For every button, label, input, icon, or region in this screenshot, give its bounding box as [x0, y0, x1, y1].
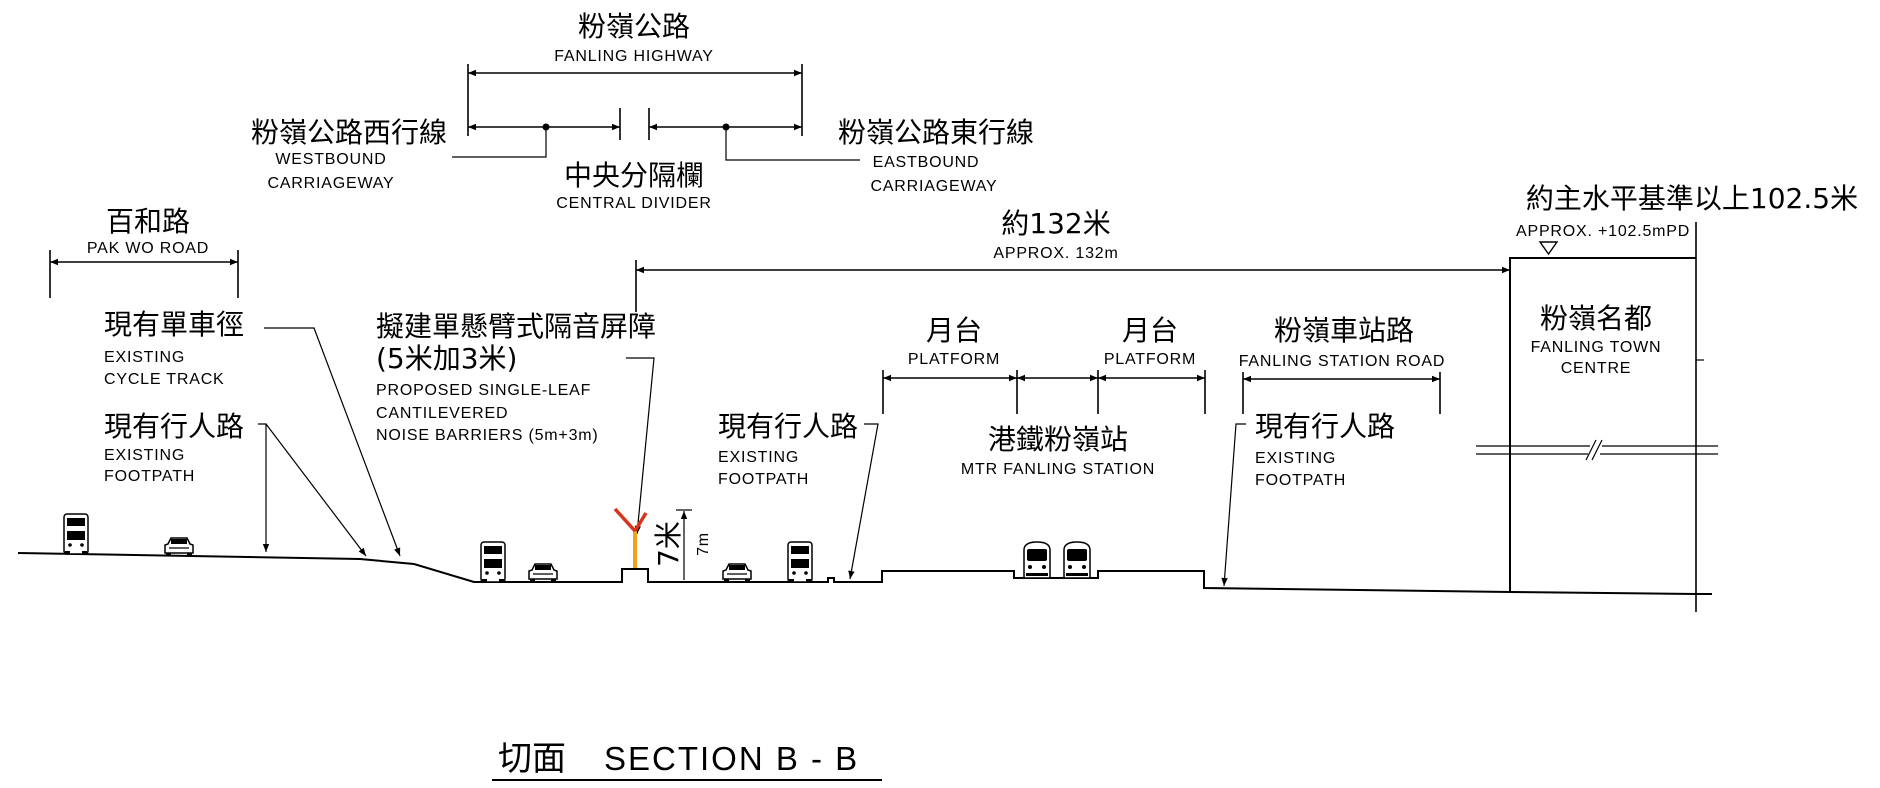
train-icon — [1023, 541, 1051, 579]
noise-barrier-leader — [626, 357, 655, 535]
train-icon — [1063, 541, 1091, 579]
pak-wo-road-label-en: PAK WO ROAD — [87, 240, 209, 257]
platform-west-label-en: PLATFORM — [908, 351, 1000, 368]
town-centre-label-en-1: FANLING TOWN — [1531, 339, 1662, 356]
noise-barrier-icon — [613, 507, 648, 569]
fanling-highway-label-en: FANLING HIGHWAY — [554, 48, 714, 65]
footpath-middle-label-zh: 現有行人路 — [718, 410, 858, 443]
distance-label-en: APPROX. 132m — [993, 245, 1118, 262]
platform-west-label-zh: 月台 — [926, 314, 982, 347]
car-icon — [164, 537, 194, 556]
pak-wo-road-label-zh: 百和路 — [106, 205, 190, 238]
westbound-label-en-1: WESTBOUND — [275, 151, 386, 168]
footpath-east-label-zh: 現有行人路 — [1255, 410, 1395, 443]
drawing-title-en: SECTION B - B — [604, 740, 859, 777]
level-label-en: APPROX. +102.5mPD — [1516, 223, 1690, 240]
noise-barrier-label-zh-2: (5米加3米) — [376, 342, 517, 375]
westbound-label-zh: 粉嶺公路西行線 — [251, 116, 447, 149]
mtr-station-label-en: MTR FANLING STATION — [961, 461, 1155, 478]
building-outline — [1509, 257, 1696, 592]
footpath-west-leader — [265, 423, 367, 557]
noise-barrier-label-en-1: PROPOSED SINGLE-LEAF — [376, 382, 591, 399]
break-line-icon — [1476, 439, 1718, 461]
footpath-east-leader — [1221, 423, 1246, 587]
noise-barrier-label-zh-1: 擬建單懸臂式隔音屏障 — [376, 310, 656, 343]
footpath-east-label-en-2: FOOTPATH — [1255, 472, 1346, 489]
fanling-highway-label-zh: 粉嶺公路 — [578, 10, 690, 43]
noise-barrier-label-en-3: NOISE BARRIERS (5m+3m) — [376, 427, 599, 444]
town-centre-label-zh: 粉嶺名都 — [1540, 302, 1652, 335]
level-label-zh: 約主水平基準以上102.5米 — [1526, 182, 1858, 215]
fanling-station-road-label-en: FANLING STATION ROAD — [1239, 353, 1446, 370]
cycle-track-leader — [264, 327, 401, 557]
footpath-middle-label-en-2: FOOTPATH — [718, 471, 809, 488]
barrier-height-label-zh: 7米 — [652, 521, 685, 567]
footpath-west-label-en-2: FOOTPATH — [104, 468, 195, 485]
cycle-track-label-en-1: EXISTING — [104, 349, 185, 366]
car-icon — [722, 563, 752, 582]
level-marker-icon — [1538, 241, 1559, 256]
bus-icon — [480, 541, 506, 583]
cycle-track-label-en-2: CYCLE TRACK — [104, 371, 225, 388]
noise-barrier-label-en-2: CANTILEVERED — [376, 405, 508, 422]
eastbound-label-zh: 粉嶺公路東行線 — [838, 116, 1034, 149]
drawing-title-zh: 切面 — [498, 739, 566, 779]
bus-icon — [787, 541, 813, 583]
eastbound-label-en-2: CARRIAGEWAY — [870, 178, 997, 195]
ground-profile — [17, 552, 1712, 595]
eastbound-leader — [725, 127, 860, 161]
footpath-west-label-zh: 現有行人路 — [104, 410, 244, 443]
footpath-middle-leader — [848, 423, 879, 580]
fanling-station-road-label-zh: 粉嶺車站路 — [1274, 314, 1414, 347]
town-centre-label-en-2: CENTRE — [1561, 360, 1632, 377]
mtr-station-label-zh: 港鐵粉嶺站 — [988, 423, 1128, 456]
footpath-west-leader — [258, 423, 270, 552]
westbound-leader — [452, 127, 547, 158]
central-divider-label-en: CENTRAL DIVIDER — [556, 195, 711, 212]
footpath-west-label-en-1: EXISTING — [104, 447, 185, 464]
distance-label-zh: 約132米 — [1001, 207, 1110, 240]
eastbound-label-en-1: EASTBOUND — [873, 154, 980, 171]
central-divider-label-zh: 中央分隔欄 — [564, 159, 704, 192]
bus-icon — [63, 513, 89, 555]
footpath-east-label-en-1: EXISTING — [1255, 450, 1336, 467]
platform-east-label-en: PLATFORM — [1104, 351, 1196, 368]
cycle-track-label-zh: 現有單車徑 — [104, 308, 244, 341]
barrier-height-label-en: 7m — [695, 532, 712, 556]
platform-east-label-zh: 月台 — [1122, 314, 1178, 347]
westbound-label-en-2: CARRIAGEWAY — [267, 175, 394, 192]
car-icon — [528, 563, 558, 582]
footpath-middle-label-en-1: EXISTING — [718, 449, 799, 466]
